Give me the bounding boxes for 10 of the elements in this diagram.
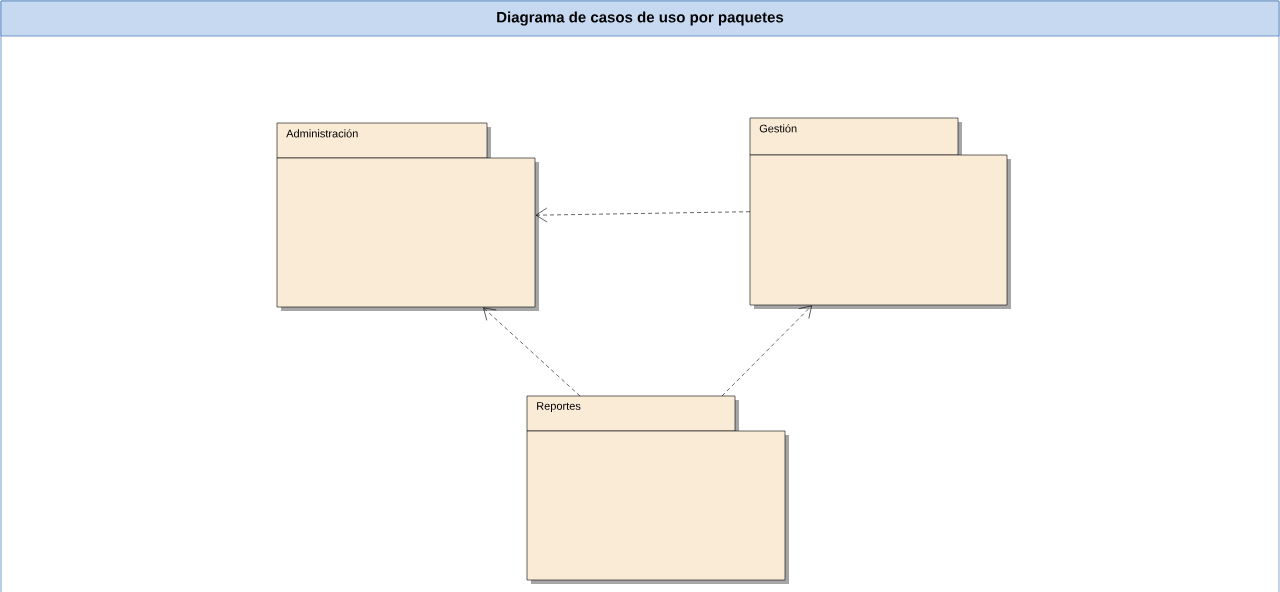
node-label: Gestión	[759, 124, 797, 133]
title-band: Diagrama de casos de uso por paquetes	[0, 0, 1280, 37]
node-label: Reportes	[537, 402, 581, 413]
package-drawing: Administración	[276, 122, 539, 311]
package-drawing: Reportes	[526, 395, 789, 584]
package-drawing: Gestión	[749, 117, 1011, 309]
dependency-arrow	[483, 307, 581, 397]
node-label: Administración	[286, 129, 358, 138]
dependency-arrow	[535, 207, 751, 223]
dependency-arrow	[721, 305, 812, 397]
